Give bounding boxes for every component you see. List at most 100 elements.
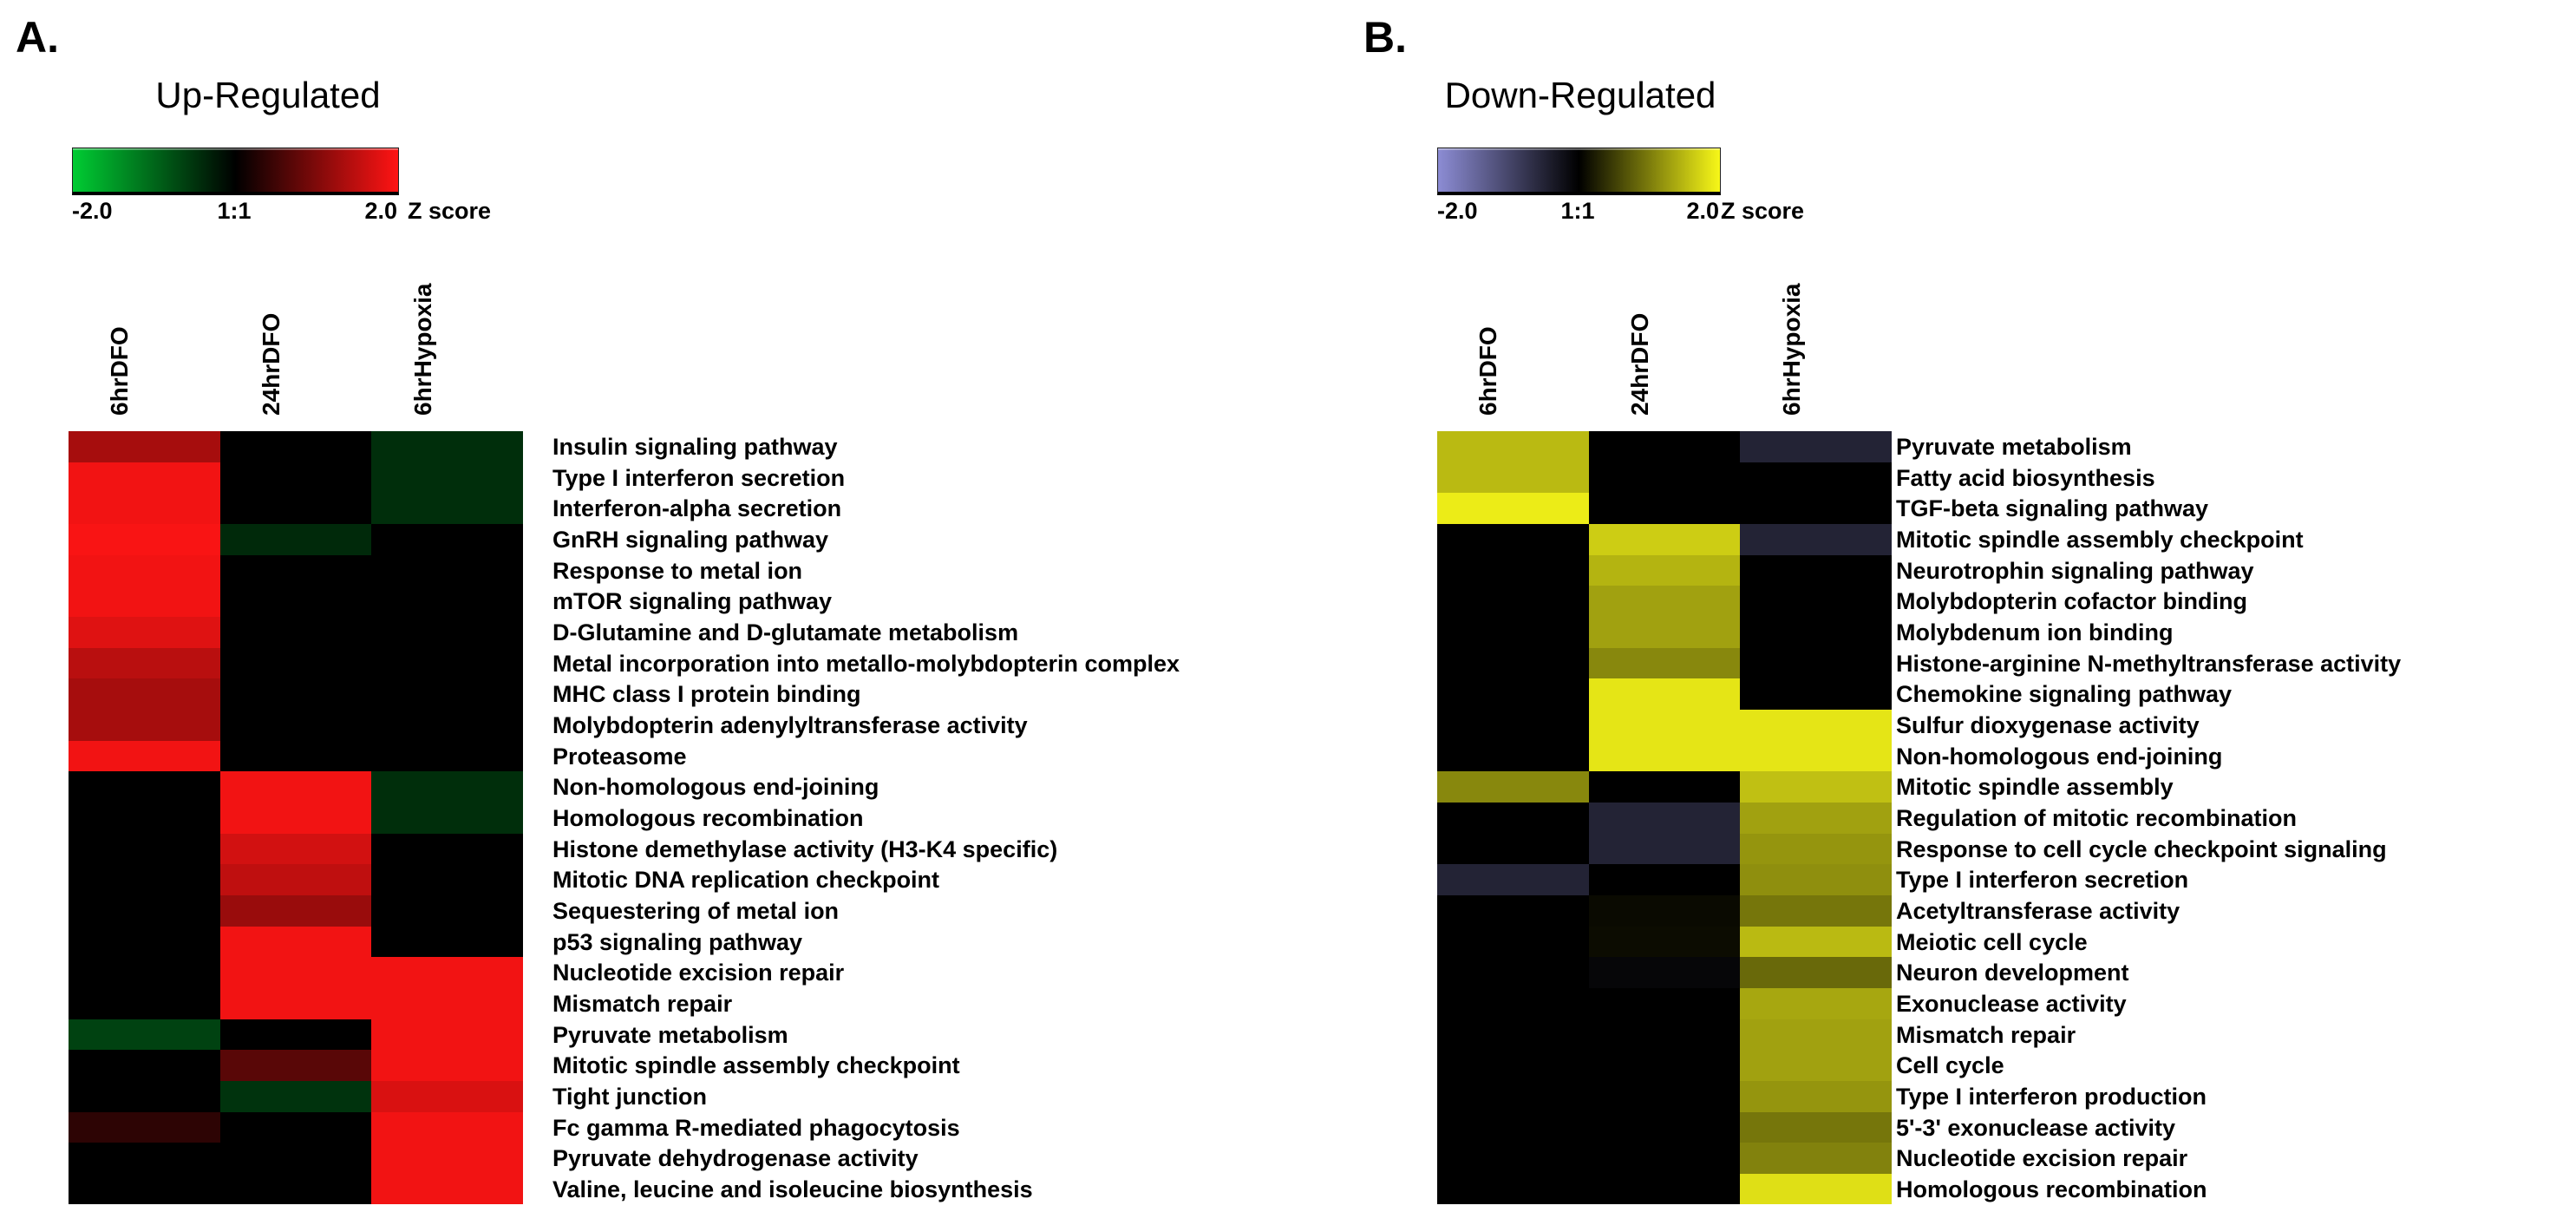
heatmap-cell: [69, 864, 220, 895]
heatmap-cell: [220, 864, 371, 895]
row-label: Pyruvate metabolism: [1896, 433, 2132, 460]
heatmap-cell: [220, 895, 371, 927]
row-label: Tight junction: [552, 1083, 707, 1110]
row-label: Exonuclease activity: [1896, 990, 2127, 1017]
column-label: 24hrDFO: [1626, 312, 1653, 416]
colorbar-a-max-label: 2.0: [364, 198, 397, 224]
heatmap-cell: [371, 988, 523, 1019]
heatmap-cell: [69, 710, 220, 741]
row-label: D-Glutamine and D-glutamate metabolism: [552, 619, 1019, 645]
heatmap-cell: [1437, 1081, 1589, 1112]
panel-b-letter: B.: [1363, 13, 1407, 62]
heatmap-cell: [1589, 648, 1740, 678]
heatmap-cell: [220, 648, 371, 678]
row-label: Fatty acid biosynthesis: [1896, 464, 2155, 491]
heatmap-cell: [371, 895, 523, 927]
heatmap-cell: [1589, 1112, 1740, 1143]
heatmap-cell: [69, 1019, 220, 1050]
heatmap-cell: [220, 493, 371, 524]
row-label: Sequestering of metal ion: [552, 897, 840, 924]
row-label: Histone-arginine N-methyltransferase act…: [1896, 650, 2402, 677]
heatmap-cell: [1589, 493, 1740, 524]
row-label: Molybdopterin adenylyltransferase activi…: [552, 711, 1028, 738]
heatmap-cell: [1437, 1050, 1589, 1081]
heatmap-cell: [371, 1143, 523, 1174]
heatmap-cell: [1589, 895, 1740, 927]
heatmap-cell: [69, 803, 220, 834]
heatmap-cell: [69, 431, 220, 462]
heatmap-cell: [220, 524, 371, 555]
row-label: Neuron development: [1896, 959, 2129, 986]
heatmap-cell: [371, 803, 523, 834]
heatmap-cell: [371, 555, 523, 586]
heatmap-cell: [1740, 957, 1892, 988]
row-label: Mitotic spindle assembly checkpoint: [552, 1051, 960, 1078]
heatmap-cell: [1437, 1143, 1589, 1174]
heatmap-cell: [220, 586, 371, 617]
heatmap-cell: [1437, 555, 1589, 586]
heatmap-cell: [220, 1174, 371, 1204]
row-label: Non-homologous end-joining: [552, 773, 879, 800]
heatmap-cell: [1740, 617, 1892, 648]
heatmap-cell: [220, 710, 371, 741]
heatmap-cell: [1589, 741, 1740, 771]
row-label: Mitotic spindle assembly: [1896, 773, 2174, 800]
heatmap-cell: [1740, 895, 1892, 927]
heatmap-cell: [69, 1174, 220, 1204]
heatmap-cell: [220, 927, 371, 957]
heatmap-cell: [371, 1019, 523, 1050]
panel-b-title: Down-Regulated: [1444, 75, 1716, 115]
heatmap-cell: [69, 493, 220, 524]
row-label: Metal incorporation into metallo-molybdo…: [552, 650, 1180, 677]
row-label: Molybdopterin cofactor binding: [1896, 587, 2247, 614]
row-label: 5'-3' exonuclease activity: [1896, 1114, 2176, 1141]
column-label: 6hrHypoxia: [1778, 283, 1805, 416]
heatmap-cell: [69, 678, 220, 710]
row-label: Homologous recombination: [1896, 1176, 2207, 1202]
heatmap-cell: [371, 864, 523, 895]
heatmap-cell: [1589, 586, 1740, 617]
column-label: 6hrDFO: [106, 326, 133, 416]
heatmap-cell: [1437, 524, 1589, 555]
heatmap-cell: [371, 927, 523, 957]
heatmap-cell: [69, 771, 220, 803]
row-label: Cell cycle: [1896, 1051, 2004, 1078]
heatmap-cell: [371, 462, 523, 493]
row-label: Nucleotide excision repair: [1896, 1144, 2188, 1171]
row-label: Molybdenum ion binding: [1896, 619, 2174, 645]
row-label: Sulfur dioxygenase activity: [1896, 711, 2200, 738]
heatmap-cell: [371, 524, 523, 555]
heatmap-cell: [220, 431, 371, 462]
heatmap-cell: [69, 1050, 220, 1081]
heatmap-cell: [1437, 678, 1589, 710]
heatmap-cell: [220, 803, 371, 834]
heatmap-cell: [69, 1112, 220, 1143]
heatmap-cell: [1740, 1112, 1892, 1143]
heatmap-cell: [69, 462, 220, 493]
heatmap-cell: [220, 1081, 371, 1112]
row-label: Acetyltransferase activity: [1896, 897, 2180, 924]
column-label: 24hrDFO: [258, 312, 284, 416]
heatmap-cell: [69, 524, 220, 555]
row-label: Non-homologous end-joining: [1896, 743, 2223, 770]
heatmap-cell: [1589, 1081, 1740, 1112]
row-label: Type I interferon production: [1896, 1083, 2207, 1110]
heatmap-cell: [1589, 524, 1740, 555]
colorbar-a-mid-label: 1:1: [217, 198, 252, 224]
heatmap-cell: [1740, 864, 1892, 895]
heatmap-cell: [371, 431, 523, 462]
heatmap-cell: [1589, 462, 1740, 493]
row-label: Mitotic spindle assembly checkpoint: [1896, 526, 2304, 553]
row-label: Neurotrophin signaling pathway: [1896, 557, 2254, 584]
heatmap-cell: [371, 1174, 523, 1204]
heatmap-cell: [220, 462, 371, 493]
colorbar-gradient-b: [1437, 147, 1721, 195]
row-label: mTOR signaling pathway: [552, 587, 833, 614]
colorbar-b-unit-label: Z score: [1721, 198, 1805, 224]
heatmap-cell: [1589, 678, 1740, 710]
heatmap-cell: [220, 957, 371, 988]
row-label: GnRH signaling pathway: [552, 526, 829, 553]
row-label: Response to cell cycle checkpoint signal…: [1896, 835, 2387, 862]
heatmap-cell: [69, 834, 220, 864]
